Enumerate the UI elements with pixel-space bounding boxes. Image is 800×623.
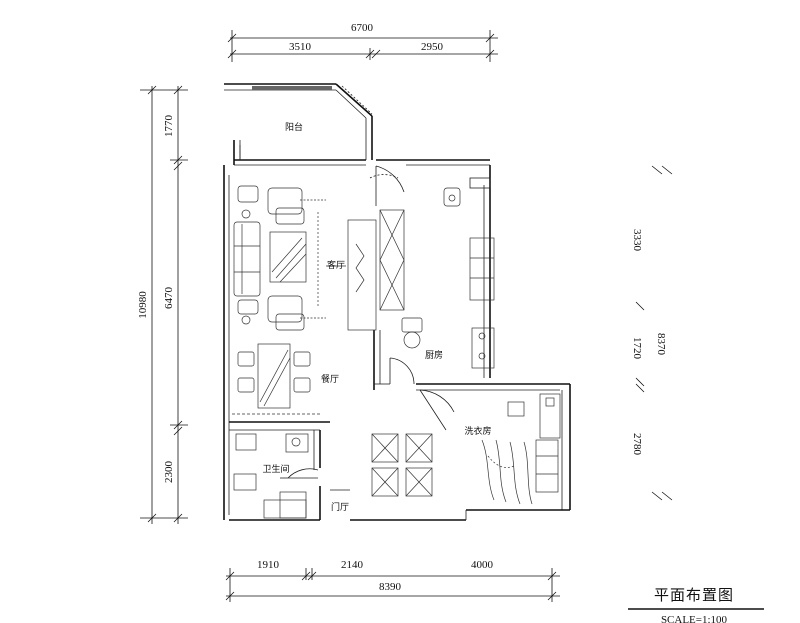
dim-top-left: 3510 (289, 41, 312, 53)
bathroom-fixtures (233, 433, 309, 519)
dim-bottom-mid: 2140 (341, 559, 364, 571)
room-label-kitchen: 厨房 (425, 349, 443, 361)
dim-bottom-total: 8390 (379, 581, 402, 593)
walls (223, 83, 571, 521)
title-block: 平面布置图 SCALE=1:100 (628, 586, 764, 623)
dim-right-mid: 1720 (631, 337, 643, 360)
dim-left-bottom: 2300 (163, 461, 175, 484)
room-label-balcony: 阳台 (285, 121, 303, 133)
living-room-furniture (233, 185, 405, 331)
room-label-entry: 门厅 (331, 501, 349, 513)
drawing-scale: SCALE=1:100 (661, 614, 728, 623)
dim-left-total: 10980 (137, 291, 149, 319)
room-label-laundry: 洗衣房 (464, 425, 491, 437)
dim-left-mid: 6470 (163, 287, 175, 310)
dim-right-bottom: 2780 (631, 433, 643, 456)
right-dimension-chain: 3330 1720 8370 2780 (631, 165, 673, 501)
drawing-title: 平面布置图 (654, 586, 734, 604)
dining-furniture (232, 343, 320, 415)
room-label-bathroom: 卫生间 (262, 463, 289, 475)
top-dimension-chain: 6700 3510 2950 (227, 22, 498, 62)
dim-right-total: 8370 (655, 333, 667, 356)
doors (280, 165, 455, 479)
laundry-fixtures (481, 393, 561, 505)
dim-top-right: 2950 (421, 41, 444, 53)
entry-furniture (371, 433, 433, 497)
room-label-living: 客厅 (327, 259, 345, 271)
kitchen-furniture (401, 187, 495, 369)
dim-left-top: 1770 (163, 115, 175, 138)
dim-bottom-right: 4000 (471, 559, 494, 571)
left-dimension-chain: 10980 1770 6470 2300 (137, 85, 188, 524)
dim-right-top: 3330 (631, 229, 643, 252)
bottom-dimension-chain: 1910 2140 4000 8390 (225, 559, 560, 602)
room-label-dining: 餐厅 (321, 373, 339, 385)
balcony-window (252, 86, 332, 90)
dim-top-total: 6700 (351, 22, 374, 34)
dim-bottom-left: 1910 (257, 559, 280, 571)
